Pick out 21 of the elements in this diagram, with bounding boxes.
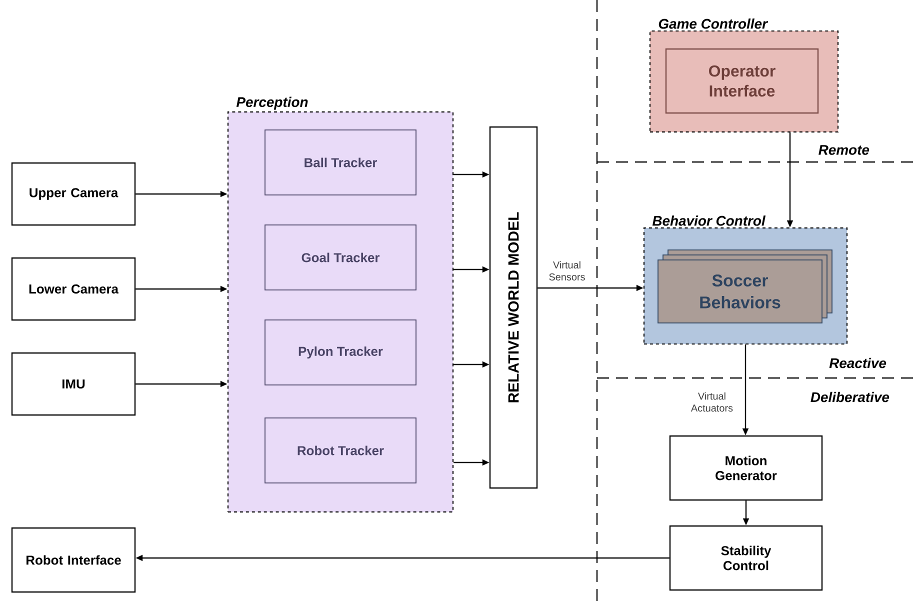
node-label: Behavior Control xyxy=(652,216,766,226)
node-label: Perception xyxy=(236,96,308,110)
process-box: Operator Interface xyxy=(665,48,819,114)
tracker-box: Ball Tracker xyxy=(264,130,416,196)
process-box: Upper Camera xyxy=(11,162,136,226)
node-label: Game Controller xyxy=(658,18,768,29)
process-box: Stability Control xyxy=(669,525,823,591)
zone-label: Deliberative xyxy=(810,392,890,402)
process-box: Robot Interface xyxy=(11,527,136,593)
process-box: Motion Generator xyxy=(669,435,823,501)
edge-label: Virtual Actuators xyxy=(690,392,733,412)
edge-label: Virtual Sensors xyxy=(549,261,585,280)
process-box: Lower Camera xyxy=(11,257,136,321)
process-box: RELATIVE WORLD MODEL xyxy=(489,126,538,489)
tracker-box: Pylon Tracker xyxy=(264,320,416,386)
process-box: IMU xyxy=(11,352,136,416)
zone-label: Reactive xyxy=(829,358,886,368)
tracker-box: Goal Tracker xyxy=(264,224,416,290)
tracker-box: Robot Tracker xyxy=(264,418,416,484)
stacked-box: Soccer Behaviors xyxy=(658,250,832,324)
zone-label: Remote xyxy=(818,145,870,155)
